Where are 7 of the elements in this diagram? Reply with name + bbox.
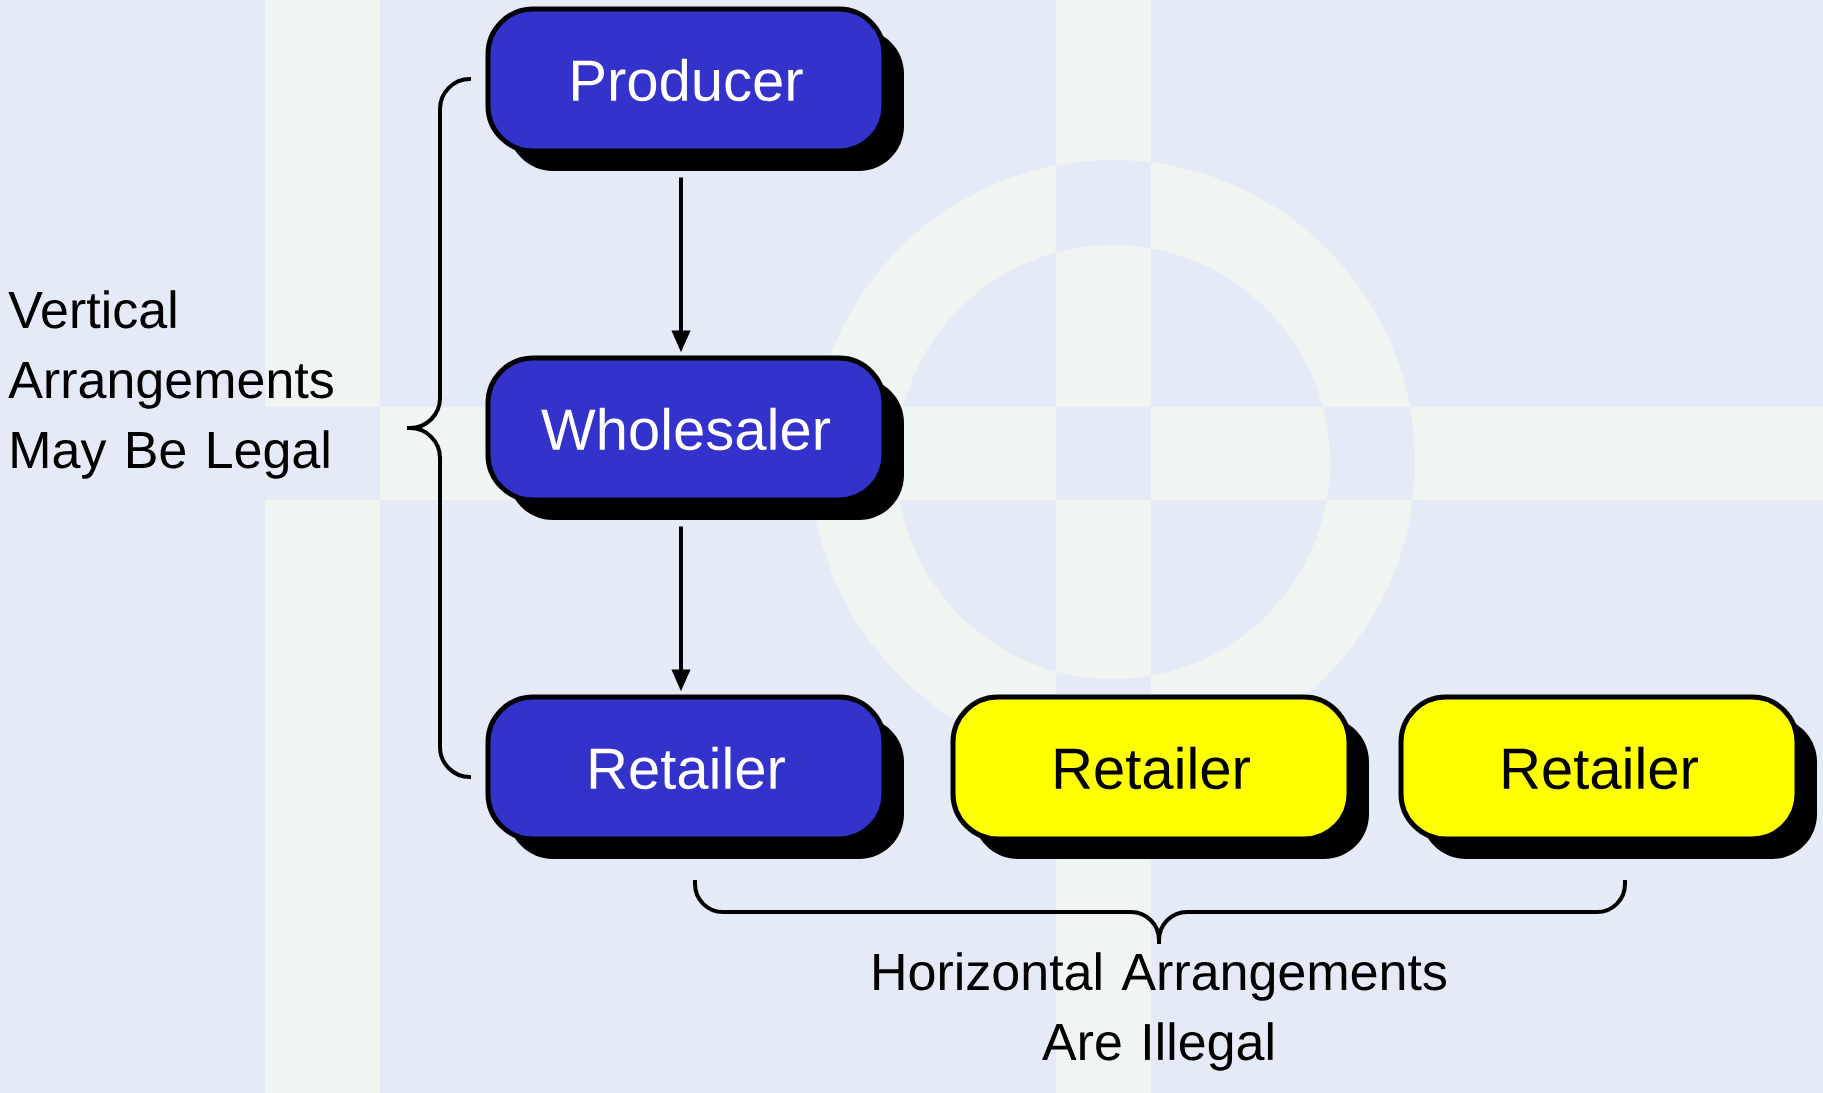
process-box: Retailer	[1398, 694, 1817, 859]
brace-label: Horizontal Arrangements Are Illegal	[874, 952, 1447, 1071]
process-box: Retailer	[950, 694, 1369, 859]
process-box: Producer	[485, 6, 904, 171]
process-box: Retailer	[485, 694, 904, 859]
process-box: Wholesaler	[485, 355, 904, 520]
brace-label: Vertical Arrangements May Be Legal	[8, 290, 333, 479]
